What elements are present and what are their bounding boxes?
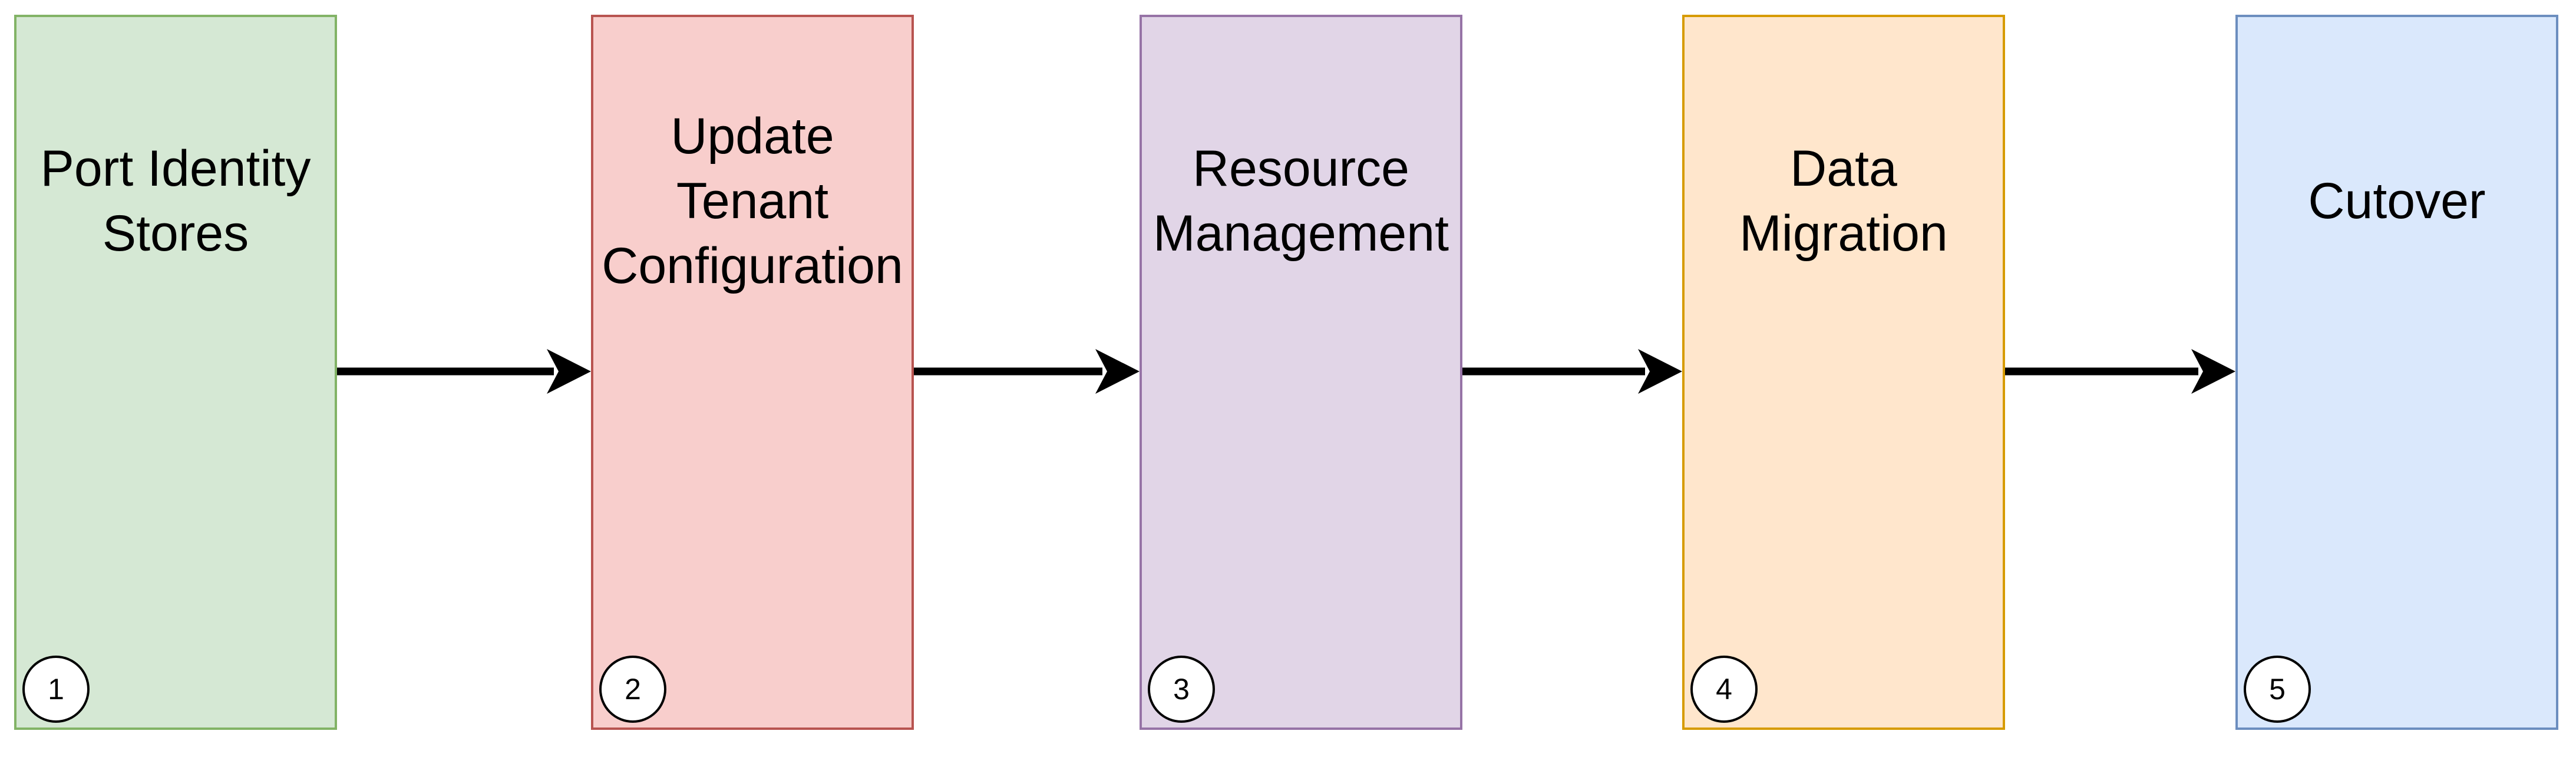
stage-number-badge: 3 <box>1148 656 1215 723</box>
stage-update-tenant-configuration: Update Tenant Configuration 2 <box>591 15 914 730</box>
stage-number-badge: 2 <box>599 656 666 723</box>
stage-label: Data Migration <box>1739 140 1948 262</box>
stage-port-identity-stores: Port Identity Stores 1 <box>14 15 337 730</box>
stage-label: Port Identity Stores <box>40 140 311 262</box>
stage-number-badge: 4 <box>1690 656 1758 723</box>
arrow-1-to-2 <box>337 349 591 394</box>
stage-number-badge: 1 <box>22 656 90 723</box>
stage-cutover: Cutover 5 <box>2235 15 2558 730</box>
stage-data-migration: Data Migration 4 <box>1682 15 2005 730</box>
arrow-4-to-5 <box>2005 349 2235 394</box>
stage-resource-management: Resource Management 3 <box>1140 15 1462 730</box>
stage-label: Cutover <box>2308 172 2486 229</box>
arrow-2-to-3 <box>914 349 1140 394</box>
arrow-3-to-4 <box>1462 349 1682 394</box>
stage-number-badge: 5 <box>2244 656 2311 723</box>
stage-label: Resource Management <box>1153 140 1449 262</box>
stage-label: Update Tenant Configuration <box>602 107 903 294</box>
